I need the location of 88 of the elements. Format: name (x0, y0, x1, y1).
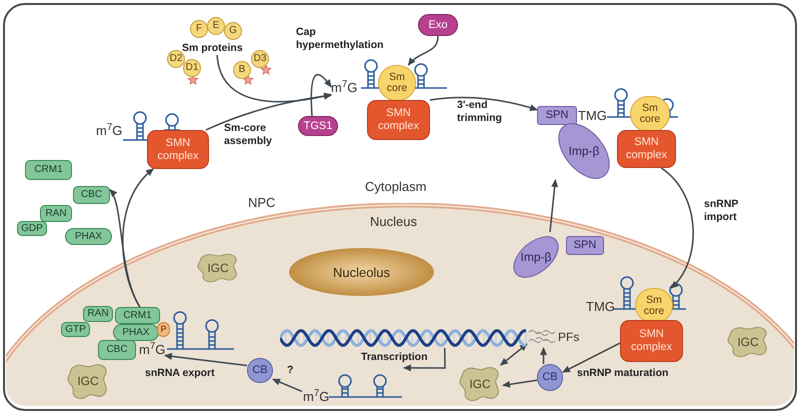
cb-label: CB (252, 365, 268, 376)
arrow (430, 96, 538, 112)
arrow (540, 347, 547, 364)
text-label: Cytoplasm (365, 180, 426, 194)
core-label: Sm core (642, 294, 666, 316)
protein-label: G (229, 26, 237, 36)
arrow (206, 92, 332, 131)
arrow (403, 348, 446, 372)
cb-label: CB (542, 372, 558, 383)
arrow (500, 343, 528, 366)
protein-label: CBC (80, 190, 102, 200)
arrow (549, 179, 558, 232)
protein-tag (17, 221, 47, 236)
spn-tag (537, 106, 577, 125)
igc-label: IGC (737, 336, 759, 348)
protein-tag (73, 186, 110, 204)
edge-label: ? (287, 364, 294, 377)
protein-tag (40, 205, 72, 222)
core-label: Sm core (386, 72, 408, 94)
edge-label: Cap hypermethylation (296, 26, 385, 52)
arrow (216, 54, 332, 102)
arrow (408, 36, 439, 66)
enzyme-label: Exo (428, 20, 448, 30)
protein-label: RAN (87, 309, 109, 319)
enzyme-pill (418, 14, 458, 36)
smn-complex-box (617, 130, 676, 168)
spn-tag (566, 236, 604, 255)
protein-label: CBC (106, 345, 128, 355)
text-label: TMG (578, 109, 607, 123)
protein-label: PHAX (74, 232, 102, 242)
smn-complex-box (147, 130, 209, 169)
protein-label: RAN (45, 208, 67, 218)
igc-label: IGC (207, 262, 229, 274)
igc-label: IGC (469, 378, 491, 390)
edge-label: 3'-end trimming (457, 99, 503, 125)
protein-label: GDP (21, 224, 43, 234)
nucleolus-label: Nucleolus (332, 266, 390, 278)
arrow (562, 342, 620, 373)
pfs-label: PFs (558, 331, 580, 343)
edge-label: Transcription (361, 351, 429, 364)
protein-label: B (238, 65, 246, 75)
smn-complex-box (367, 100, 430, 140)
smn-complex-box (620, 320, 683, 362)
protein-tag (61, 322, 90, 337)
arrow (660, 167, 694, 289)
protein-label: CRM1 (123, 310, 152, 320)
protein-label: E (212, 21, 220, 31)
protein-tag (25, 160, 72, 180)
complex-label: SMN complex (156, 136, 200, 162)
protein-label: D1 (186, 63, 198, 73)
edge-label: snRNP import (704, 198, 740, 224)
arrow (310, 74, 332, 116)
text-label: m$^{7}$G (96, 124, 122, 138)
igc-label: IGC (77, 375, 99, 387)
complex-label: SMN complex (625, 136, 668, 162)
protein-label: D3 (254, 54, 266, 64)
arrow (502, 379, 538, 388)
group-label: Sm proteins (182, 42, 260, 55)
enzyme-pill (298, 116, 338, 136)
protein-label: F (196, 24, 202, 34)
protein-label: Imp-β (568, 145, 600, 157)
step-label: snRNA export (145, 366, 215, 380)
protein-label: PHAX (122, 328, 150, 338)
protein-label: Imp-β (520, 251, 552, 263)
phosphate-label: P (160, 325, 166, 334)
complex-label: SMN complex (630, 328, 673, 354)
protein-tag (98, 340, 136, 360)
complex-label: SMN complex (377, 107, 420, 133)
cap-label: m$^{7}$G (139, 342, 165, 357)
edge-label: Sm-core assembly (224, 122, 273, 148)
protein-tag (115, 307, 160, 324)
protein-label: GTP (65, 324, 86, 334)
protein-label: D2 (170, 54, 182, 64)
core-label: Sm core (638, 103, 662, 125)
compartment-label: Nucleus (370, 215, 417, 228)
text-label: NPC (248, 196, 276, 210)
protein-label: CRM1 (34, 165, 63, 175)
enzyme-label: TGS1 (304, 120, 332, 132)
arrow (272, 378, 302, 392)
protein-tag (83, 306, 113, 322)
protein-label: SPN (546, 110, 568, 121)
protein-label: SPN (574, 240, 596, 251)
text-label: TMG (586, 300, 615, 314)
cap-label: m$^{7}$G (303, 390, 330, 404)
arrow (109, 188, 140, 308)
edge-label: snRNP maturation (577, 367, 670, 380)
cap-label: m$^{7}$G (331, 80, 361, 97)
arrow (164, 352, 248, 366)
